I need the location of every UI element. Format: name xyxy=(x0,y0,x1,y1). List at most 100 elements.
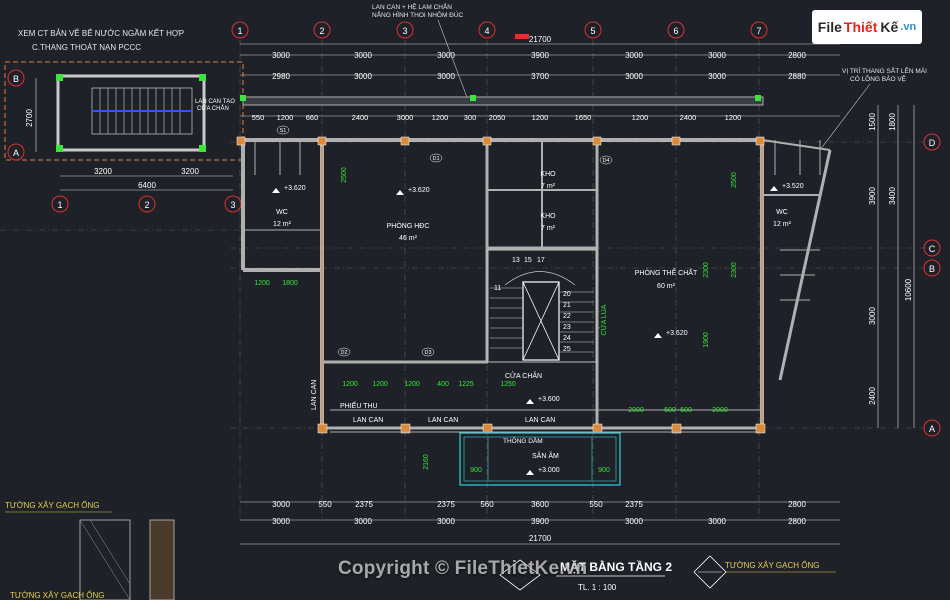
inset-dimension-text: 3200 3200 6400 2700 xyxy=(25,109,199,190)
note-bottom-right: TƯỜNG XÂY GẠCH ỐNG xyxy=(725,560,819,570)
axis-marker-3: 3 xyxy=(396,21,414,39)
svg-text:6: 6 xyxy=(673,26,678,36)
svg-text:3900: 3900 xyxy=(868,187,877,205)
svg-text:5: 5 xyxy=(590,26,595,36)
svg-text:7: 7 xyxy=(756,26,761,36)
section-marker-bottom-right xyxy=(693,555,727,589)
label-kho-1: KHO xyxy=(540,171,556,178)
copyright-watermark: Copyright © FileThietKe.vn xyxy=(338,558,588,579)
svg-text:2000: 2000 xyxy=(628,407,644,414)
svg-text:3400: 3400 xyxy=(888,187,897,205)
svg-text:3000: 3000 xyxy=(868,307,877,325)
svg-text:D: D xyxy=(929,138,936,148)
door-tag-d3: D3 xyxy=(421,347,435,357)
drawing-title: MẶT BẰNG TẦNG 2 TL. 1 : 100 TƯỜNG XÂY GẠ… xyxy=(499,555,836,592)
svg-text:LAN CAN: LAN CAN xyxy=(525,417,555,424)
dim-top2-1: 2980 xyxy=(272,72,290,81)
fire-stair-inset: LAN CAN TẠO CỬA CHẮN xyxy=(4,61,244,161)
label-phong-hdc: PHÒNG HĐC xyxy=(387,221,430,230)
svg-text:3: 3 xyxy=(230,200,235,210)
svg-text:3000: 3000 xyxy=(354,517,372,526)
dim-top-1: 3000 xyxy=(272,51,290,60)
svg-text:2400: 2400 xyxy=(352,113,369,122)
svg-text:660: 660 xyxy=(306,113,319,122)
svg-text:3000: 3000 xyxy=(397,113,414,122)
axis-grid-lines xyxy=(230,40,930,520)
label-wc-right-area: 12 m² xyxy=(773,221,792,228)
top-axis-markers: 1 2 3 4 5 6 7 xyxy=(231,21,768,39)
svg-text:TƯỜNG XÂY GẠCH ỐNG: TƯỜNG XÂY GẠCH ỐNG xyxy=(10,590,104,600)
svg-text:PHIẾU THU: PHIẾU THU xyxy=(340,400,378,410)
svg-text:3000: 3000 xyxy=(272,500,290,509)
label-kho-2-area: 7 m² xyxy=(541,225,556,232)
label-cua-lua: CỬA LÙA xyxy=(599,304,608,335)
svg-text:1200: 1200 xyxy=(372,381,388,388)
svg-text:2300: 2300 xyxy=(731,262,738,278)
door-tags: D1 D2 D3 D4 S1 xyxy=(276,125,613,357)
axis-marker-C: C xyxy=(923,239,941,257)
axis-marker-2: 2 xyxy=(313,21,331,39)
note-water-tank: XEM CT BẢN VẼ BỂ NƯỚC NGẦM KẾT HỢP xyxy=(18,28,184,38)
label-kho-1-area: 7 m² xyxy=(541,183,556,190)
svg-text:10600: 10600 xyxy=(904,278,913,301)
svg-text:1500: 1500 xyxy=(868,113,877,131)
svg-text:13: 13 xyxy=(512,257,520,264)
svg-text:3000: 3000 xyxy=(625,517,643,526)
misc-labels: LAN CAN LAN CAN LAN CAN PHIẾU THU LAN CA… xyxy=(311,380,555,424)
svg-text:2160: 2160 xyxy=(423,454,430,470)
dim-top2-2: 3000 xyxy=(354,72,372,81)
section-marker-top xyxy=(515,34,529,39)
note-ladder-1: VỊ TRÍ THANG SẮT LÊN MÁI xyxy=(842,66,927,75)
label-kho-2: KHO xyxy=(540,213,556,220)
axis-marker-5: 5 xyxy=(584,21,602,39)
svg-text:1225: 1225 xyxy=(458,381,474,388)
leader-railing xyxy=(437,19,469,101)
svg-text:3000: 3000 xyxy=(272,517,290,526)
svg-text:900: 900 xyxy=(598,467,610,474)
label-wc-left-area: 12 m² xyxy=(273,221,292,228)
door-tag-d2: D2 xyxy=(337,347,351,357)
door-tag-d4: D4 xyxy=(599,155,613,165)
bottom-dimension-text: 3000 550 2375 2375 560 3600 550 2375 280… xyxy=(272,500,806,543)
svg-text:LAN CAN: LAN CAN xyxy=(428,417,458,424)
svg-text:1: 1 xyxy=(57,200,62,210)
svg-text:1200: 1200 xyxy=(532,113,549,122)
svg-text:1200: 1200 xyxy=(432,113,449,122)
drawing-scale: TL. 1 : 100 xyxy=(578,583,617,592)
svg-text:CỬA CHẮN: CỬA CHẮN xyxy=(197,104,229,112)
svg-text:TƯỜNG XÂY GẠCH ỐNG: TƯỜNG XÂY GẠCH ỐNG xyxy=(5,500,99,510)
svg-text:B: B xyxy=(13,74,19,84)
label-wc-left: WC xyxy=(276,209,288,216)
svg-text:23: 23 xyxy=(563,324,571,331)
svg-text:1200: 1200 xyxy=(254,280,270,287)
svg-text:D2: D2 xyxy=(340,350,347,356)
svg-text:600: 600 xyxy=(680,407,692,414)
svg-text:22: 22 xyxy=(563,313,571,320)
building-walls xyxy=(241,96,832,430)
svg-text:1200: 1200 xyxy=(342,381,358,388)
svg-text:2500: 2500 xyxy=(341,167,348,183)
svg-text:2500: 2500 xyxy=(731,172,738,188)
dim-top-7: 2800 xyxy=(788,51,806,60)
label-phong-the-chat: PHÒNG THỂ CHẤT xyxy=(635,267,698,277)
label-wc-right: WC xyxy=(776,209,788,216)
svg-text:1900: 1900 xyxy=(703,332,710,348)
note-ladder-2: CÓ LỒNG BẢO VỆ xyxy=(850,73,907,83)
door-tag-d1: D1 xyxy=(429,153,443,163)
svg-text:C: C xyxy=(929,244,936,254)
svg-text:3000: 3000 xyxy=(437,517,455,526)
svg-text:A: A xyxy=(929,424,935,434)
level-arrows xyxy=(272,186,778,475)
svg-text:2: 2 xyxy=(319,26,324,36)
svg-text:1200: 1200 xyxy=(277,113,294,122)
svg-text:D1: D1 xyxy=(432,156,439,162)
label-cua-chan: CỬA CHẮN xyxy=(505,371,542,380)
bottom-dimensions xyxy=(240,501,840,545)
svg-text:+3.520: +3.520 xyxy=(782,183,804,190)
wall-detail-left: TƯỜNG XÂY GẠCH ỐNG TƯỜNG XÂY GẠCH ỐNG xyxy=(5,500,175,600)
svg-text:2700: 2700 xyxy=(25,109,34,127)
svg-text:1250: 1250 xyxy=(500,381,516,388)
svg-text:4: 4 xyxy=(484,26,489,36)
svg-text:2400: 2400 xyxy=(680,113,697,122)
svg-text:2400: 2400 xyxy=(868,387,877,405)
